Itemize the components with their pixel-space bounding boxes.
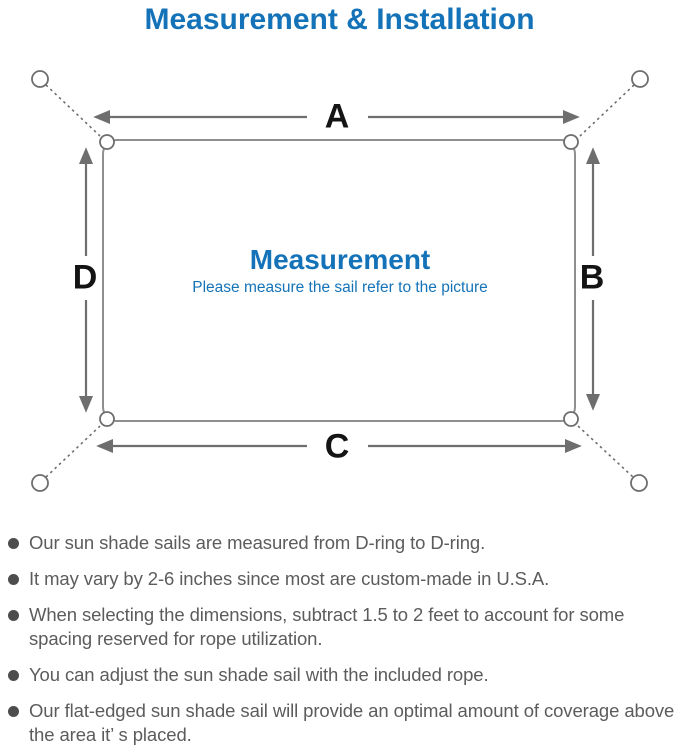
rope-line-bottom-left [45, 425, 101, 478]
list-item: It may vary by 2-6 inches since most are… [8, 567, 677, 591]
rope-line-top-left [45, 84, 101, 137]
rope-line-bottom-right [577, 425, 634, 478]
bullet-icon [8, 538, 19, 549]
bullet-icon [8, 706, 19, 717]
diagram-caption-title: Measurement [249, 244, 431, 275]
d-ring-icon [99, 411, 115, 427]
dimension-label-d: D [72, 258, 98, 297]
bullet-icon [8, 670, 19, 681]
measurement-diagram: A B C D Measurement Please measure the s… [0, 60, 679, 522]
measurement-notes-list: Our sun shade sails are measured from D-… [0, 531, 679, 747]
anchor-point-icon [631, 70, 649, 88]
d-ring-icon [563, 134, 579, 150]
dimension-label-b: B [579, 258, 605, 297]
rope-line-top-right [579, 84, 635, 137]
shade-sail-outline [102, 139, 576, 422]
list-item: Our flat-edged sun shade sail will provi… [8, 699, 677, 747]
dimension-label-a: A [324, 97, 350, 136]
note-text: Our sun shade sails are measured from D-… [29, 532, 486, 553]
dimension-arrows [79, 110, 600, 453]
note-text: When selecting the dimensions, subtract … [29, 604, 625, 649]
d-ring-icon [99, 134, 115, 150]
list-item: You can adjust the sun shade sail with t… [8, 663, 677, 687]
anchor-point-icon [31, 70, 49, 88]
page-title: Measurement & Installation [144, 3, 535, 36]
anchor-point-icon [31, 474, 49, 492]
note-text: You can adjust the sun shade sail with t… [29, 664, 489, 685]
diagram-caption-subtitle: Please measure the sail refer to the pic… [192, 279, 488, 296]
d-rings [99, 134, 579, 427]
diagram-canvas [31, 70, 649, 492]
anchor-point-icon [630, 474, 648, 492]
note-text: Our flat-edged sun shade sail will provi… [29, 700, 675, 745]
d-ring-icon [563, 411, 579, 427]
bullet-icon [8, 574, 19, 585]
dimension-label-c: C [324, 427, 350, 466]
anchor-points [31, 70, 649, 492]
list-item: When selecting the dimensions, subtract … [8, 603, 677, 651]
page-header: Measurement & Installation [0, 0, 679, 60]
list-item: Our sun shade sails are measured from D-… [8, 531, 677, 555]
bullet-icon [8, 610, 19, 621]
rope-dashed-lines [45, 84, 635, 478]
note-text: It may vary by 2-6 inches since most are… [29, 568, 550, 589]
